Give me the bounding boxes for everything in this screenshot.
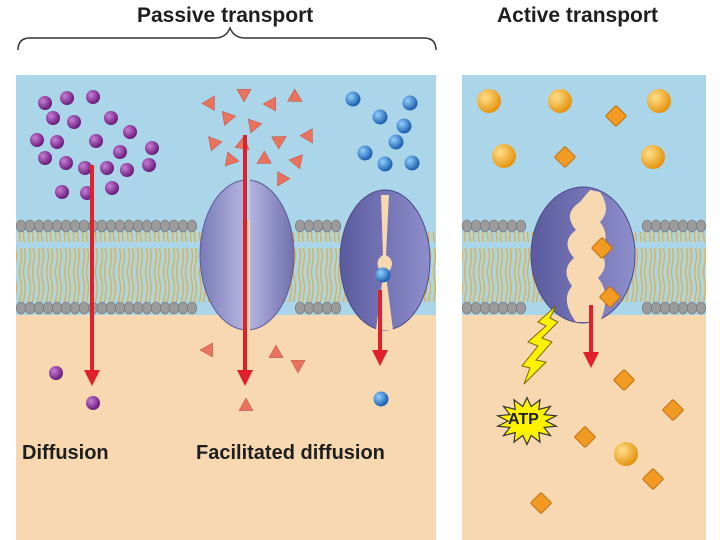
- purple-molecule: [145, 141, 159, 155]
- red-triangle-molecule: [288, 154, 303, 170]
- purple-molecule: [78, 161, 92, 175]
- purple-molecule: [89, 134, 103, 148]
- phospholipid-bilayer-left: [15, 219, 342, 315]
- orange-diamond-molecule: [642, 468, 664, 490]
- blue-molecules: [345, 91, 420, 407]
- passive-transport-title: Passive transport: [137, 4, 314, 27]
- blue-molecule: [377, 156, 393, 172]
- orange-sphere-molecule: [477, 89, 501, 113]
- orange-diamond-molecule: [613, 369, 635, 391]
- orange-diamond-molecule: [554, 146, 576, 168]
- orange-diamond-molecule: [530, 492, 552, 514]
- blue-molecule: [345, 91, 361, 107]
- purple-molecule: [105, 181, 119, 195]
- red-triangle-molecule: [201, 95, 215, 111]
- purple-molecules: [30, 90, 159, 410]
- purple-molecule: [30, 133, 44, 147]
- orange-sphere-molecule: [647, 89, 671, 113]
- purple-molecule: [38, 96, 52, 110]
- orange-diamond-molecules: [530, 105, 684, 514]
- facilitated-diffusion-label: Facilitated diffusion: [196, 442, 385, 464]
- blue-molecule: [373, 391, 389, 407]
- purple-molecule: [100, 161, 114, 175]
- orange-diamond-molecule: [605, 105, 627, 127]
- purple-molecule: [50, 135, 64, 149]
- atp-burst-icon: [495, 396, 559, 446]
- orange-sphere-molecule: [492, 144, 516, 168]
- blue-molecule: [357, 145, 373, 161]
- purple-molecule: [113, 145, 127, 159]
- purple-molecule: [123, 125, 137, 139]
- passive-brace: [17, 25, 437, 51]
- blue-molecule: [375, 267, 391, 283]
- purple-molecule: [55, 185, 69, 199]
- orange-diamond-molecule: [591, 237, 613, 259]
- red-triangle-molecule: [262, 96, 276, 112]
- orange-diamond-molecule: [662, 399, 684, 421]
- carrier-protein: [339, 189, 431, 331]
- blue-molecule: [402, 95, 418, 111]
- red-triangle-molecule: [268, 344, 284, 358]
- purple-molecule: [60, 91, 74, 105]
- blue-molecule: [388, 134, 404, 150]
- red-triangle-molecule: [287, 88, 303, 102]
- purple-molecule: [120, 163, 134, 177]
- red-triangle-molecule: [222, 110, 236, 127]
- blue-molecule: [396, 118, 412, 134]
- red-triangle-molecule: [224, 151, 240, 167]
- orange-sphere-molecule: [614, 442, 638, 466]
- red-triangle-molecule: [247, 118, 263, 134]
- red-triangle-molecule: [290, 360, 306, 374]
- blue-molecule: [372, 109, 388, 125]
- red-triangle-molecule: [271, 136, 287, 150]
- red-triangle-molecule: [277, 171, 291, 187]
- red-triangle-molecule: [236, 89, 252, 103]
- purple-molecule: [104, 111, 118, 125]
- diffusion-label: Diffusion: [22, 442, 109, 464]
- orange-diamond-molecule: [599, 286, 621, 308]
- purple-molecule: [46, 111, 60, 125]
- phospholipid-bilayer-right: [461, 219, 707, 315]
- active-transport-title: Active transport: [497, 4, 659, 27]
- atp-label: ATP: [508, 411, 539, 428]
- purple-molecule: [67, 115, 81, 129]
- red-triangle-molecule: [199, 342, 213, 358]
- energy-bolt-icon: [521, 305, 559, 385]
- purple-molecule: [86, 396, 100, 410]
- orange-diamond-molecule: [574, 426, 596, 448]
- purple-molecule: [38, 151, 52, 165]
- red-triangle-molecules: [199, 88, 313, 411]
- orange-sphere-molecules: [477, 89, 671, 466]
- purple-molecule: [86, 90, 100, 104]
- orange-sphere-molecule: [641, 145, 665, 169]
- orange-sphere-molecule: [548, 89, 572, 113]
- purple-molecule: [142, 158, 156, 172]
- red-triangle-molecule: [238, 397, 254, 411]
- blue-molecule: [404, 155, 420, 171]
- transport-arrows: [84, 135, 599, 386]
- purple-molecule: [59, 156, 73, 170]
- red-triangle-molecule: [208, 136, 223, 152]
- pump-protein: [530, 186, 636, 324]
- red-triangle-molecule: [256, 150, 272, 164]
- red-triangle-molecule: [299, 128, 313, 144]
- purple-molecule: [49, 366, 63, 380]
